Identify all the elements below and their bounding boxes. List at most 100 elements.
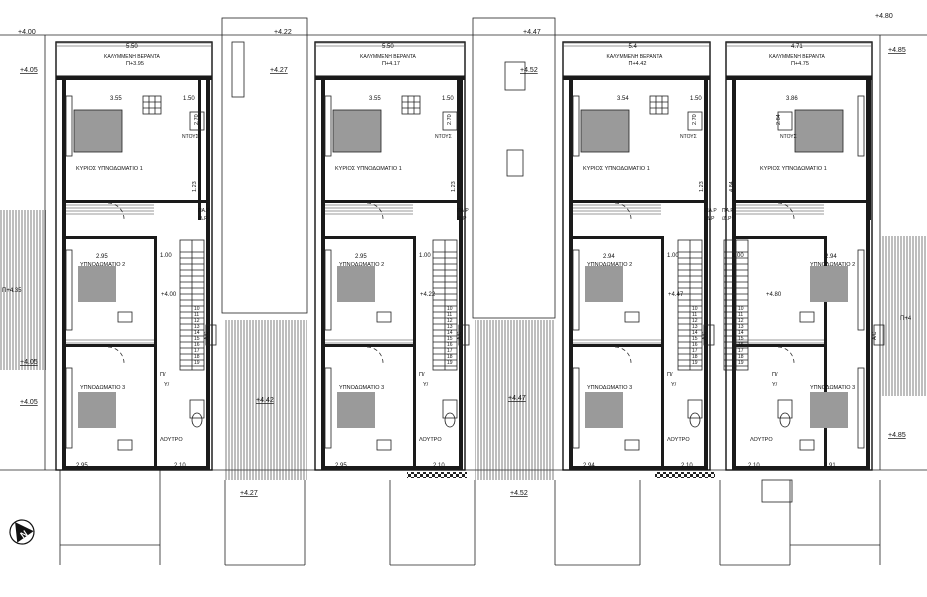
- wall-vert-2: [868, 80, 871, 220]
- stair-number: 11: [447, 312, 452, 318]
- veranda-level: Π+4.17: [382, 61, 400, 67]
- level-right-patio: Π+4: [900, 316, 912, 322]
- desk-icon: [376, 439, 392, 451]
- stair-number: 19: [447, 360, 453, 366]
- wardrobe-icon: [65, 95, 73, 157]
- level-gap2-left: +4.52: [520, 67, 538, 74]
- dim-bedroom1: 3.55: [110, 96, 122, 102]
- wall-right: [459, 80, 463, 470]
- dim-top-width: 5.4: [629, 44, 638, 50]
- veranda-label: ΚΑΛΥΜΜΕΝΗ ΒΕΡΑΝΤΑ: [360, 54, 417, 60]
- stair-number: 16: [194, 342, 200, 348]
- veranda-rail: [563, 42, 710, 48]
- wall-bottom: [62, 466, 210, 470]
- door-swing-icon: [777, 346, 795, 364]
- wall-mid-1: [321, 200, 459, 203]
- stair-number: 19: [194, 360, 200, 366]
- hall-hatch: [573, 203, 661, 215]
- door-swing-icon: [366, 202, 384, 220]
- wall-vert-1: [824, 236, 827, 466]
- wall-top: [56, 76, 212, 80]
- stair-number: 17: [447, 348, 453, 354]
- window-grid-icon: [401, 95, 421, 115]
- wall-mid-1: [569, 200, 704, 203]
- dim-shower-width: 1.50: [183, 96, 195, 102]
- bed2-icon: [337, 266, 375, 302]
- desk-icon: [117, 311, 133, 323]
- dim-bottom-left: 2.94: [583, 463, 595, 469]
- bath-label: ΛΟΥΤΡΟ: [419, 437, 442, 443]
- dim-stair-gap: 1.00: [419, 253, 431, 259]
- stair-number: 16: [738, 342, 744, 348]
- shower-icon: [687, 111, 703, 131]
- toilet-icon: [689, 412, 701, 428]
- wall-right: [704, 80, 708, 470]
- stair-number: 11: [738, 312, 743, 318]
- north-label: N: [18, 528, 29, 540]
- hall-hatch-2: [66, 338, 154, 344]
- hall-hatch-2: [736, 338, 824, 344]
- wall-bottom: [732, 466, 870, 470]
- wardrobe-icon: [857, 367, 865, 449]
- level-left-3: +4.05: [20, 399, 38, 406]
- level-gap2-floor: +4.47: [508, 395, 526, 402]
- bottom-site-lines: [59, 470, 881, 566]
- level-mid: +4.00: [161, 292, 177, 298]
- ac-box-icon: [703, 324, 715, 346]
- dim-shower-height: 2.70: [692, 114, 698, 125]
- level-left-patio: Π+4.35: [2, 288, 22, 294]
- dim-bottom-left: 2.95: [76, 463, 88, 469]
- door-label-1: ΠΑ.Ρ: [705, 208, 717, 214]
- dim-top-width: 5.50: [126, 44, 138, 50]
- window-grid-icon: [142, 95, 162, 115]
- level-top-left: +4.00: [18, 29, 36, 36]
- door-label-1: ΠΑ.Ρ: [722, 208, 734, 214]
- shower-label: ΝΤΟΥΣ: [680, 134, 697, 140]
- wall-mid-2: [569, 236, 661, 239]
- sink-icon: [189, 399, 205, 419]
- stair-number: 14: [447, 330, 453, 336]
- desk-icon: [624, 439, 640, 451]
- toilet-icon: [191, 412, 203, 428]
- wall-left: [569, 80, 573, 470]
- stair-number: 16: [692, 342, 698, 348]
- ac-label: A/C: [204, 331, 210, 340]
- shower-icon: [777, 111, 793, 131]
- gap2-hatch: [475, 320, 555, 480]
- bedroom3-label: ΥΠΝΟΔΩΜΑΤΙΟ 3: [80, 385, 125, 391]
- stair-label: Π/: [772, 372, 778, 378]
- door-swing-icon: [614, 346, 632, 364]
- shower-icon: [189, 111, 205, 131]
- wall-vert-1: [154, 236, 157, 466]
- gap1-hatch: [225, 320, 307, 480]
- master-bed-icon: [581, 110, 629, 152]
- wall-vert-2: [198, 80, 201, 220]
- dim-stair-gap: 1.00: [667, 253, 679, 259]
- wardrobe-icon: [572, 367, 580, 449]
- wardrobe-icon: [572, 95, 580, 157]
- door-swing-icon: [614, 202, 632, 220]
- door-swing-icon: [366, 346, 384, 364]
- level-mid: +4.80: [766, 292, 782, 298]
- wardrobe-icon: [324, 249, 332, 331]
- bed3-icon: [337, 392, 375, 428]
- wardrobe-label: Y/: [164, 382, 170, 388]
- level-gap2-bottom: +4.52: [510, 490, 528, 497]
- wardrobe-label: Y/: [671, 382, 677, 388]
- wardrobe-icon: [324, 95, 332, 157]
- wall-top: [563, 76, 710, 80]
- dim-bedroom1: 3.86: [786, 96, 798, 102]
- wardrobe-label: Y/: [772, 382, 778, 388]
- level-gap1-floor: +4.42: [256, 397, 274, 404]
- stair-number: 11: [692, 312, 697, 318]
- ac-label: A/C: [702, 331, 708, 340]
- stair-number: 19: [692, 360, 698, 366]
- stair-number: 17: [738, 348, 744, 354]
- ac-label: A/C: [457, 331, 463, 340]
- dim-bottom-left: 2.95: [335, 463, 347, 469]
- wall-mid-3: [62, 344, 154, 347]
- bedroom2-label: ΥΠΝΟΔΩΜΑΤΙΟ 2: [339, 262, 384, 268]
- door-label-2: /Δ.Ρ: [722, 216, 732, 222]
- stair-label: Π/: [667, 372, 673, 378]
